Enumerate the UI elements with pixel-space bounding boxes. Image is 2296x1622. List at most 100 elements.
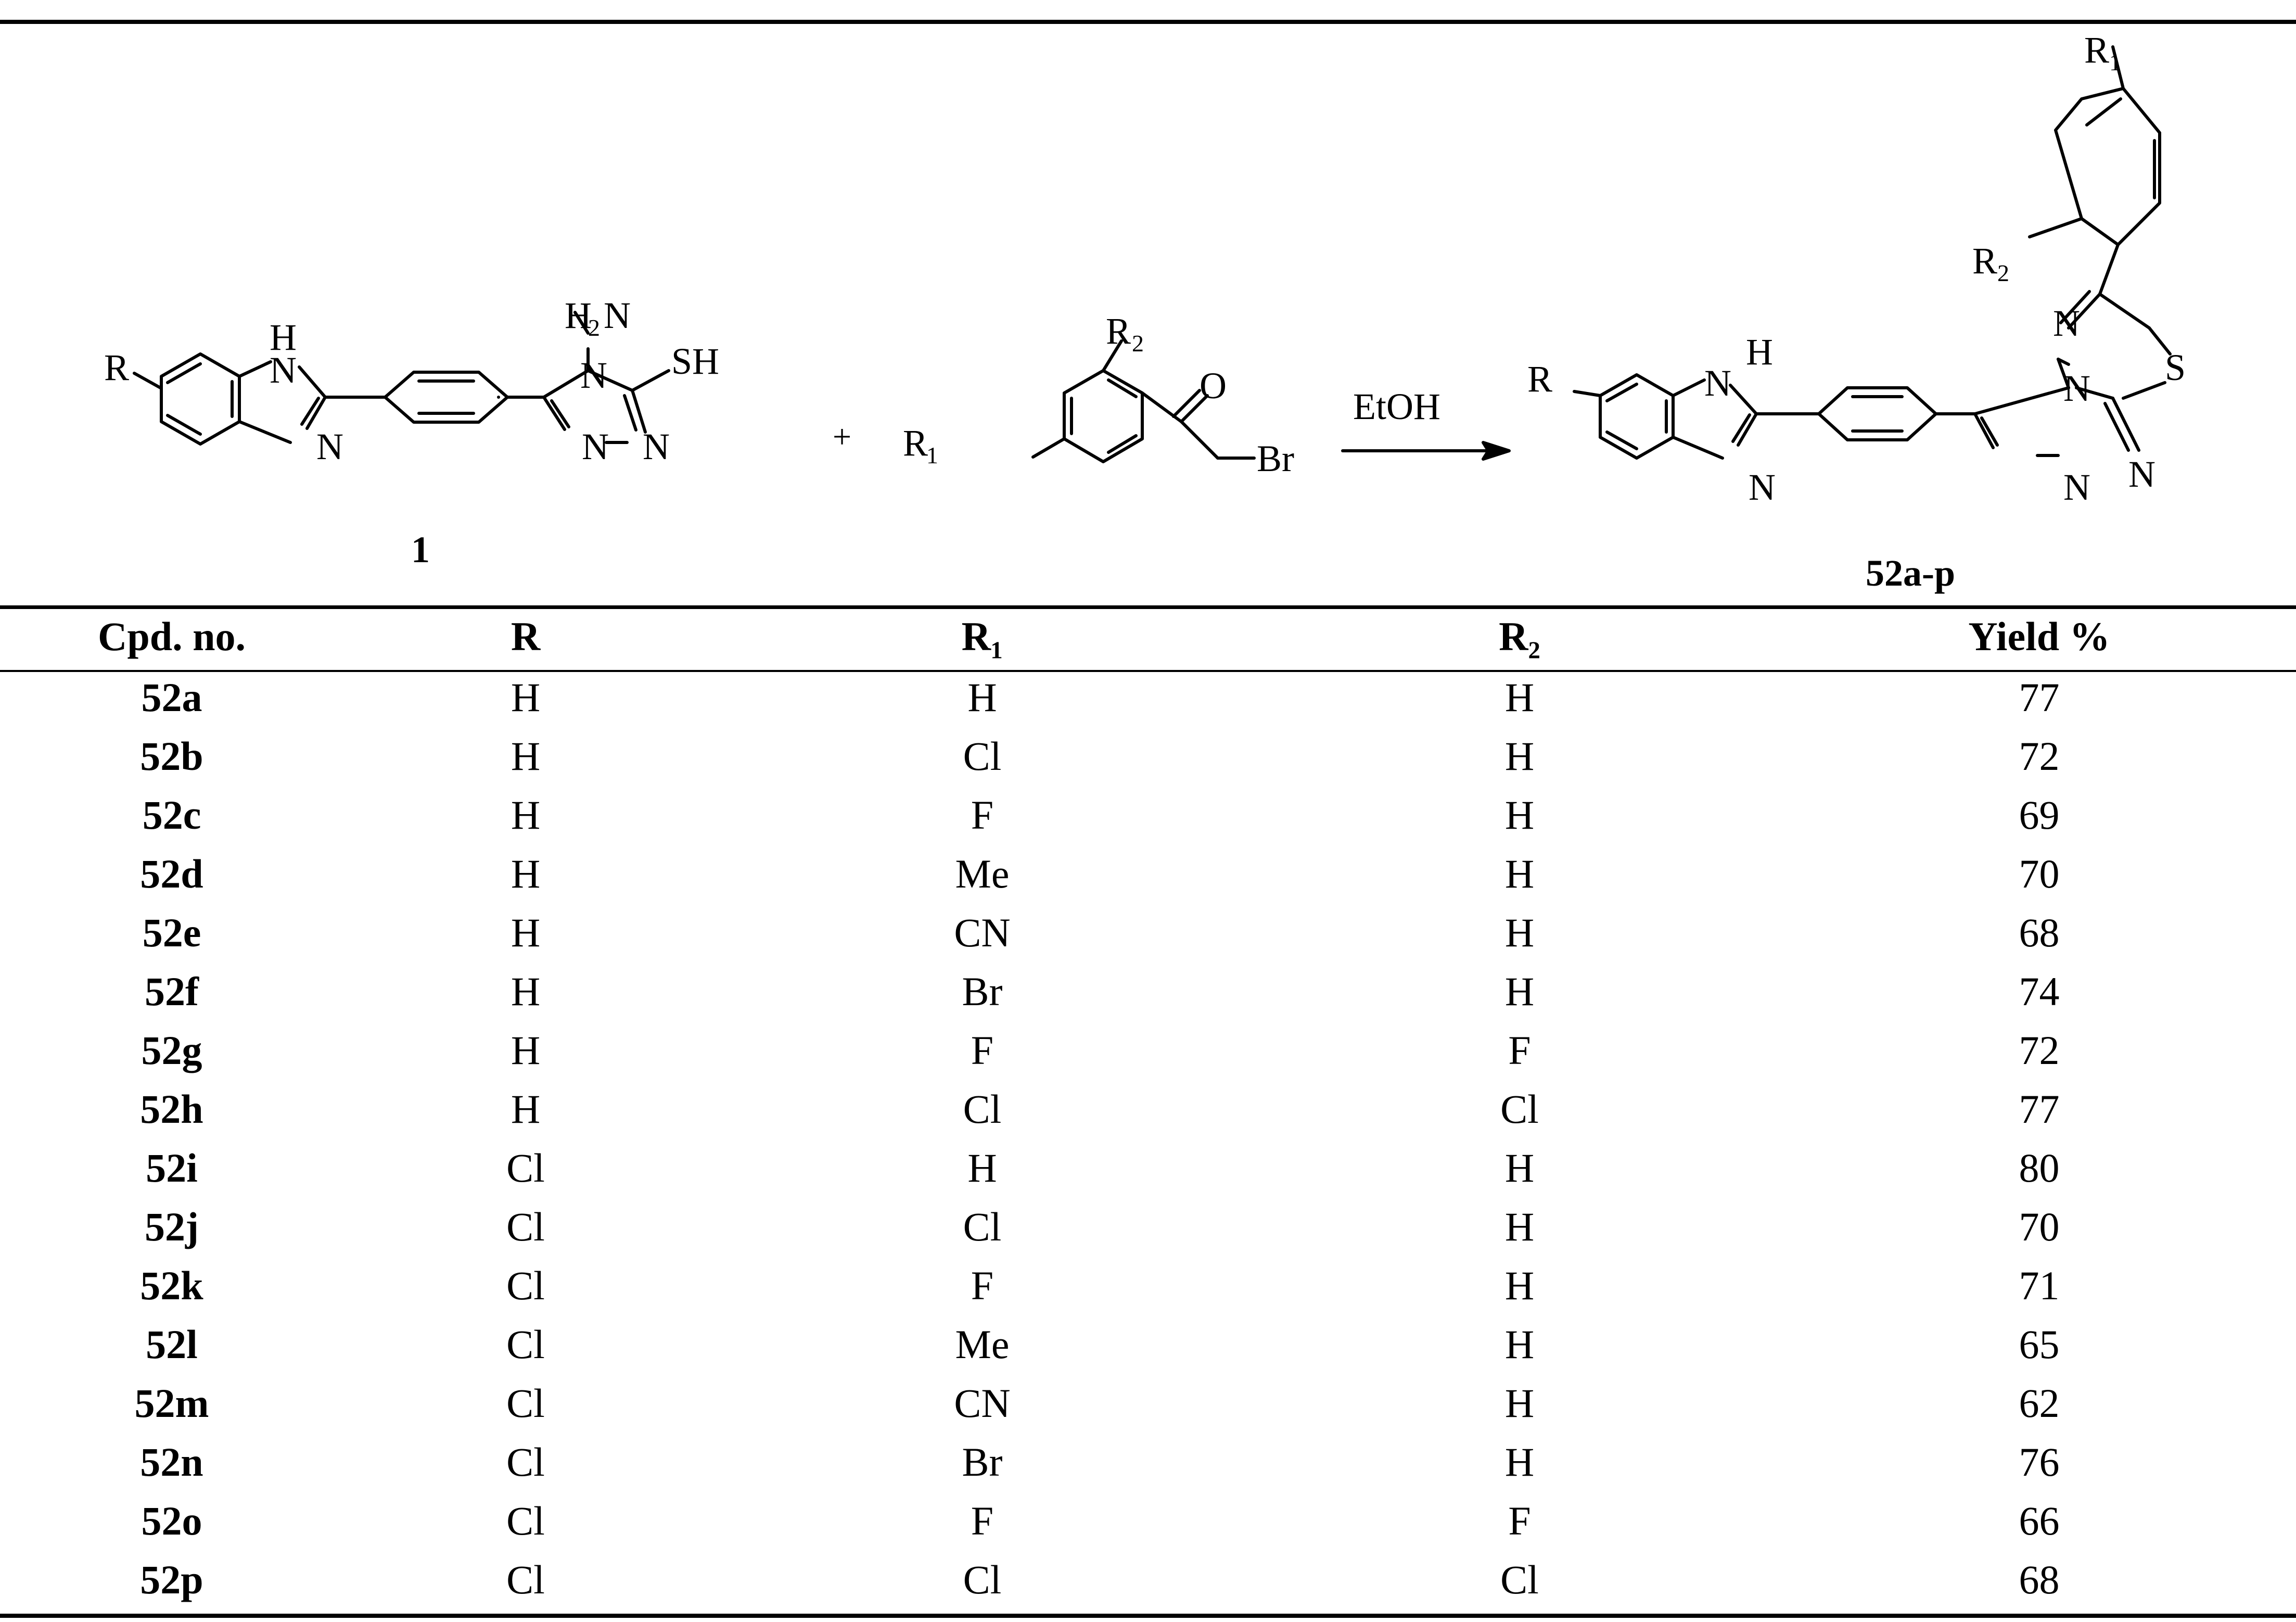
cell-r1: F <box>971 1263 994 1308</box>
cell-r1: Me <box>955 851 1010 896</box>
cell-r2: H <box>1504 851 1535 896</box>
cell-r1: H <box>967 675 997 720</box>
cell-r: H <box>511 969 541 1014</box>
cell-cpd: 52j <box>145 1204 199 1249</box>
cell-r2: F <box>1508 1498 1531 1543</box>
atom-label: N <box>316 426 343 467</box>
cell-cpd: 52b <box>140 733 203 779</box>
table-row: 52p Cl Cl Cl 68 <box>0 1550 2296 1609</box>
bottom-rule <box>0 1614 2296 1618</box>
cell-r2: H <box>1504 910 1535 955</box>
atom-label: R <box>1106 310 1131 352</box>
header-top-rule <box>0 605 2296 609</box>
cell-yield: 77 <box>2019 1086 2060 1132</box>
cell-r: H <box>511 910 541 955</box>
cell-r1: Cl <box>963 733 1002 779</box>
atom-label: SH <box>671 340 719 382</box>
reaction-arrow <box>1341 441 1511 461</box>
atom-label: N <box>270 349 297 391</box>
cell-yield: 70 <box>2019 1204 2060 1249</box>
cell-cpd: 52i <box>146 1145 198 1190</box>
cell-yield: 71 <box>2019 1263 2060 1308</box>
cell-r1: Cl <box>963 1557 1002 1602</box>
atom-label: O <box>1200 365 1227 407</box>
cell-yield: 76 <box>2019 1439 2060 1485</box>
cell-cpd: 52p <box>140 1557 203 1602</box>
cell-cpd: 52c <box>142 792 201 838</box>
cell-r1: Br <box>962 1439 1003 1485</box>
atom-label: 1 <box>2109 49 2121 75</box>
cell-r: H <box>511 1086 541 1132</box>
table-header-row: Cpd. no. R R₁ R₂ Yield % <box>0 605 2296 668</box>
cell-yield: 74 <box>2019 969 2060 1014</box>
atom-label: S <box>2165 347 2186 388</box>
header-bottom-rule <box>0 670 2296 672</box>
product-52-structure <box>1573 45 2172 460</box>
cell-r2: H <box>1504 1204 1535 1249</box>
atom-label: N <box>580 354 607 396</box>
atom-label: N <box>582 426 609 467</box>
atom-label: N <box>2128 453 2155 495</box>
atom-label: H <box>270 316 297 358</box>
atom-label: N <box>2063 368 2090 409</box>
cell-cpd: 52g <box>141 1028 202 1073</box>
cell-r2: H <box>1504 1380 1535 1426</box>
atom-label: N <box>1749 466 1776 508</box>
atom-label: N <box>643 426 670 467</box>
cell-r: Cl <box>506 1145 545 1190</box>
cell-cpd: 52n <box>140 1439 203 1485</box>
cell-yield: 69 <box>2019 792 2060 838</box>
column-header-r1: R₁ <box>961 614 1003 659</box>
cell-r2: H <box>1504 1263 1535 1308</box>
cell-r: Cl <box>506 1557 545 1602</box>
cell-r1: CN <box>954 910 1011 955</box>
cell-r: Cl <box>506 1498 545 1543</box>
atom-label: R <box>1527 358 1552 400</box>
column-header-r: R <box>511 614 541 659</box>
cell-r1: H <box>967 1145 997 1190</box>
cell-cpd: 52h <box>140 1086 203 1132</box>
cell-yield: 68 <box>2019 1557 2060 1602</box>
bromoketone-structure <box>1031 339 1256 463</box>
atom-label: R <box>104 347 129 388</box>
cell-r: Cl <box>506 1380 545 1426</box>
cell-r: H <box>511 792 541 838</box>
cell-r2: Cl <box>1500 1557 1539 1602</box>
cell-cpd: 52e <box>142 910 201 955</box>
atom-label: 2 <box>588 314 600 341</box>
column-header-yield: Yield % <box>1968 614 2110 659</box>
cell-yield: 80 <box>2019 1145 2060 1190</box>
cell-r: Cl <box>506 1263 545 1308</box>
cell-r2: F <box>1508 1028 1531 1073</box>
cell-yield: 66 <box>2019 1498 2060 1543</box>
cell-yield: 72 <box>2019 1028 2060 1073</box>
cell-r: H <box>511 733 541 779</box>
cell-cpd: 52m <box>134 1380 209 1426</box>
cell-r2: H <box>1504 792 1535 838</box>
atom-label: R <box>1972 240 1997 282</box>
cell-r: Cl <box>506 1322 545 1367</box>
cell-yield: 68 <box>2019 910 2060 955</box>
cell-cpd: 52a <box>141 675 202 720</box>
cell-r2: H <box>1504 1439 1535 1485</box>
atom-label: 2 <box>1132 330 1144 357</box>
cell-r1: CN <box>954 1380 1011 1426</box>
atom-label: R <box>2084 29 2109 71</box>
atom-label: 2 <box>1997 260 2009 286</box>
cell-cpd: 52f <box>145 969 199 1014</box>
cell-r: H <box>511 851 541 896</box>
cell-yield: 65 <box>2019 1322 2060 1367</box>
